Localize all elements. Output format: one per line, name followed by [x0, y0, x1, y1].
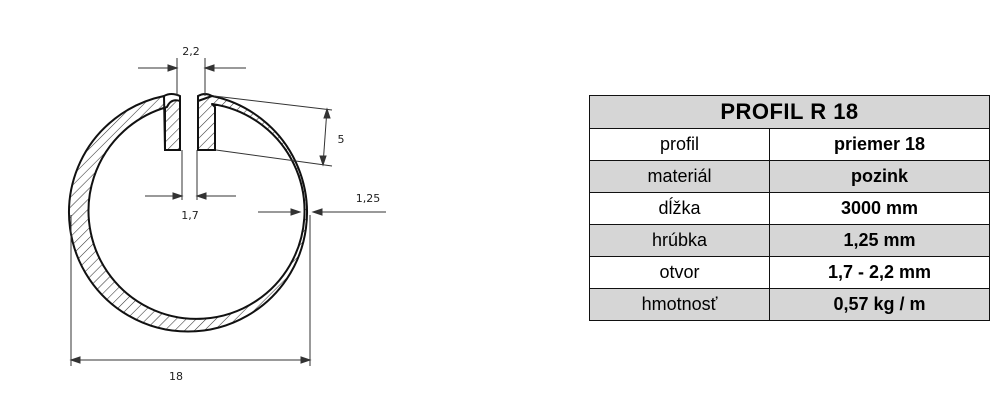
dimension-depth	[213, 95, 333, 167]
spec-row-length: dĺžka 3000 mm	[589, 192, 990, 225]
spec-value: 1,25 mm	[769, 224, 990, 257]
dim-label-wall: 1,25	[356, 192, 381, 205]
spec-value: 3000 mm	[769, 192, 990, 225]
spec-value: 1,7 - 2,2 mm	[769, 256, 990, 289]
profile-cross-section-drawing: 2,2 1,7 5 1,25 18	[68, 45, 386, 383]
dimension-diameter	[69, 215, 312, 366]
spec-row-profile: profil priemer 18	[589, 128, 990, 161]
dimension-outer-gap	[138, 58, 246, 96]
spec-label: dĺžka	[589, 192, 770, 225]
specification-table: PROFIL R 18 profil priemer 18 materiál p…	[589, 95, 990, 321]
spec-label: profil	[589, 128, 770, 161]
spec-row-thickness: hrúbka 1,25 mm	[589, 224, 990, 257]
spec-label: hrúbka	[589, 224, 770, 257]
dim-label-outer-gap: 2,2	[182, 45, 200, 58]
spec-label: otvor	[589, 256, 770, 289]
spec-row-weight: hmotnosť 0,57 kg / m	[589, 288, 990, 321]
dim-label-diameter: 18	[169, 370, 183, 383]
spec-label: materiál	[589, 160, 770, 193]
dim-label-depth: 5	[338, 133, 345, 146]
spec-label: hmotnosť	[589, 288, 770, 321]
dimension-inner-gap	[145, 150, 236, 200]
spec-table-title: PROFIL R 18	[589, 95, 990, 129]
dimension-wall	[258, 208, 386, 216]
spec-value: priemer 18	[769, 128, 990, 161]
spec-value: 0,57 kg / m	[769, 288, 990, 321]
spec-row-material: materiál pozink	[589, 160, 990, 193]
spec-value: pozink	[769, 160, 990, 193]
spec-row-opening: otvor 1,7 - 2,2 mm	[589, 256, 990, 289]
dim-label-inner-gap: 1,7	[181, 209, 199, 222]
profile-wall	[68, 95, 308, 333]
